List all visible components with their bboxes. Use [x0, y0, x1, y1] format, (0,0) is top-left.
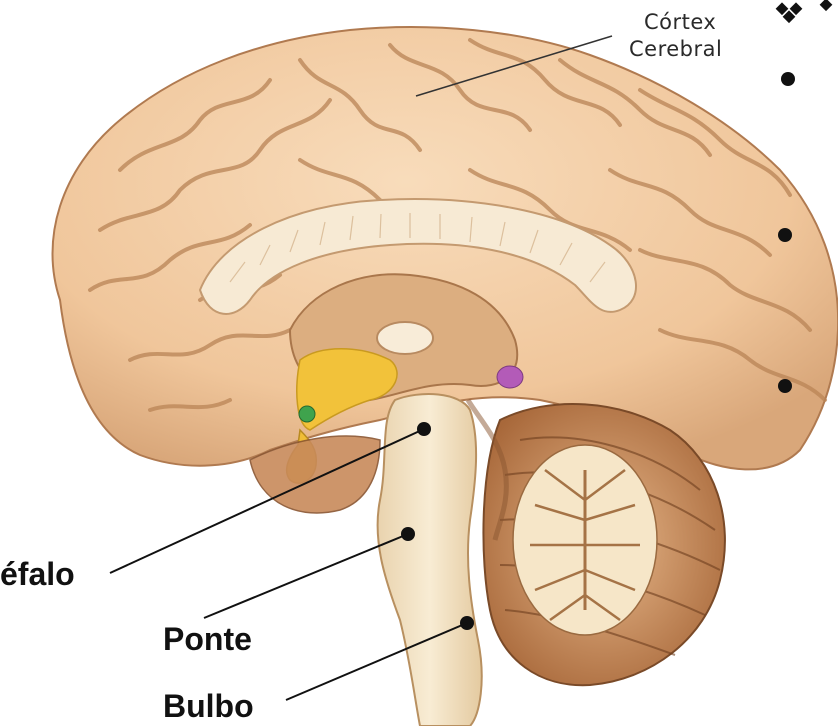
bulbo-label: Bulbo	[163, 688, 254, 724]
cortex-label-line1: Córtex	[644, 10, 716, 34]
interthalamic-adhesion	[377, 322, 433, 354]
bullet-dot-3	[778, 379, 792, 393]
corner-diamond-icon	[776, 0, 833, 23]
optic-chiasm-dot	[299, 406, 315, 422]
bullet-dot-1	[781, 72, 795, 86]
bullet-dot-2	[778, 228, 792, 242]
pineal-dot	[497, 366, 523, 388]
arbor-vitae	[513, 445, 657, 635]
ponte-leader-line	[204, 534, 408, 618]
mesencefalo-label: éfalo	[0, 556, 75, 592]
ponte-label: Ponte	[163, 621, 252, 657]
cortex-label-line2: Cerebral	[629, 37, 722, 61]
